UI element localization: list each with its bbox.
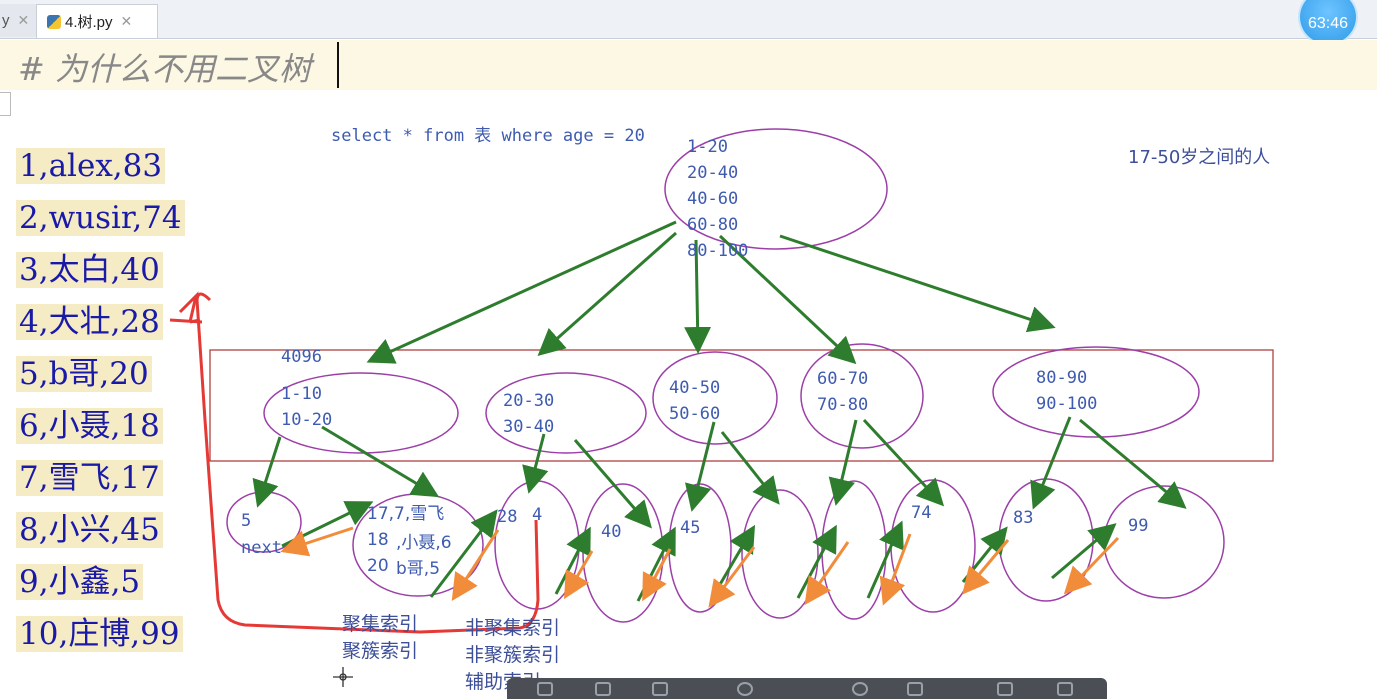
leaf-value-45: 45 [680, 518, 701, 538]
nonclustered-index-label-1: 非聚集索引 [465, 617, 561, 639]
tab-previous-file[interactable]: y ✕ [0, 4, 37, 37]
clustered-index-label-2: 聚簇索引 [342, 640, 419, 662]
leaf-node-empty-1 [741, 489, 819, 619]
leaf-node-83 [998, 478, 1094, 602]
leaf-value-5: 5 [241, 511, 252, 531]
close-icon[interactable]: ✕ [120, 13, 133, 29]
records-list: 1,alex,83 2,wusir,74 3,太白,40 4,大壮,28 5,b… [16, 140, 202, 660]
leaf-node-74 [890, 479, 976, 613]
branch-node-3 [652, 351, 778, 445]
branch-pointer-arrows [252, 416, 1187, 529]
branch-node-1 [263, 372, 459, 454]
save-icon[interactable] [537, 682, 553, 696]
leaf-node-40 [582, 483, 664, 623]
branch-node-4 [800, 343, 924, 449]
share-icon[interactable] [652, 682, 668, 696]
branch-keys-5: 80-90 90-100 [1036, 368, 1098, 414]
list-item: 2,wusir,74 [16, 192, 202, 244]
leaf-value-40: 40 [601, 522, 622, 542]
leaf-node-empty-2 [821, 480, 887, 620]
close-icon[interactable]: ✕ [17, 12, 30, 28]
tab-label: 4.树.py [65, 14, 113, 31]
text-cursor [337, 42, 339, 88]
list-item: 10,庄博,99 [16, 608, 202, 660]
crosshair-cursor-icon [333, 667, 353, 687]
screen-icon[interactable] [595, 682, 611, 696]
leaf-value-74: 74 [911, 503, 932, 523]
nonclustered-index-label-2: 非聚簇索引 [465, 644, 561, 666]
crop-icon[interactable] [997, 682, 1013, 696]
branch-node-2 [485, 372, 647, 454]
list-item: 8,小兴,45 [16, 504, 202, 556]
clustered-index-label-1: 聚集索引 [342, 613, 419, 635]
leaf-next-label: next [241, 538, 282, 558]
code-comment: # 为什么不用二叉树 [18, 50, 311, 88]
branch-keys-2: 20-30 30-40 [503, 391, 555, 437]
leaf-prev-arrows [280, 526, 1120, 608]
list-item: 1,alex,83 [16, 140, 202, 192]
zoom-out-icon[interactable] [737, 682, 753, 696]
floating-toolbar [507, 678, 1107, 699]
list-item: 5,b哥,20 [16, 348, 202, 400]
leaf-node-99 [1103, 485, 1225, 599]
editor-current-line[interactable]: # 为什么不用二叉树 [0, 40, 1377, 116]
list-item: 4,大壮,28 [16, 296, 202, 348]
list-item: 6,小聂,18 [16, 400, 202, 452]
root-node [664, 128, 888, 250]
tab-label: y [2, 12, 10, 29]
zoom-in-icon[interactable] [852, 682, 868, 696]
rotate-icon[interactable] [1057, 682, 1073, 696]
fold-icon[interactable] [0, 92, 11, 116]
branch-keys-3: 40-50 50-60 [669, 378, 721, 424]
leaf-value-28: 28 [497, 507, 518, 527]
timer-badge: 63:46 [1298, 0, 1358, 46]
branch-keys-4: 60-70 70-80 [817, 369, 869, 415]
leaf-rows-left: 17,7,雪飞 18 20 [367, 504, 445, 576]
list-item: 9,小鑫,5 [16, 556, 202, 608]
branch-node-5 [992, 346, 1200, 438]
root-keys: 1-20 20-40 40-60 60-80 80-100 [687, 137, 749, 261]
list-item: 7,雪飞,17 [16, 452, 202, 504]
sql-query-text: select * from 表 where age = 20 [331, 126, 645, 146]
tab-bar: y ✕ 4.树.py ✕ [0, 0, 1377, 39]
lookup-path-arrowhead [169, 291, 203, 324]
branch-level-box [209, 349, 1274, 462]
page-size-label: 4096 [281, 347, 322, 367]
list-item: 3,太白,40 [16, 244, 202, 296]
tab-4-tree-py[interactable]: 4.树.py ✕ [36, 4, 158, 38]
leaf-value-99: 99 [1128, 516, 1149, 536]
fit-icon[interactable] [907, 682, 923, 696]
leaf-value-83: 83 [1013, 508, 1034, 528]
branch-keys-1: 1-10 10-20 [281, 384, 333, 430]
leaf-node-45 [668, 483, 732, 613]
leaf-rows-right: ,小聂,6 b哥,5 [396, 533, 452, 579]
root-pointer-arrows [366, 220, 1056, 365]
leaf-value-4: 4 [532, 505, 543, 525]
python-file-icon [47, 14, 61, 29]
lookup-path-red [189, 292, 540, 634]
range-note: 17-50岁之间的人 [1128, 147, 1271, 168]
